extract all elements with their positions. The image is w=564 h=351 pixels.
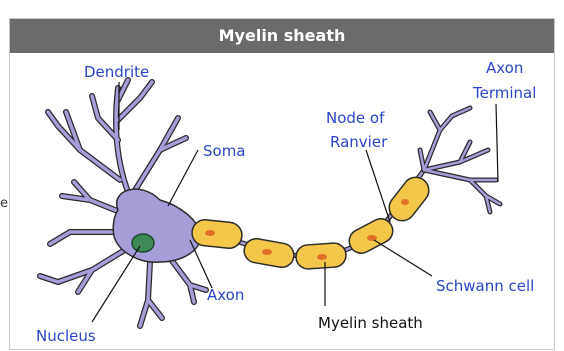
node-of-ranvier-leader (366, 150, 390, 222)
axon-leader (190, 240, 212, 288)
label-axon-terminal-line1: Axon (486, 59, 523, 77)
label-myelin-sheath: Myelin sheath (318, 314, 423, 332)
soma-body (113, 189, 200, 262)
label-node-of-ranvier-line1: Node of (326, 109, 385, 127)
axon-terminal-leader (496, 104, 498, 182)
label-schwann-cell: Schwann cell (436, 277, 534, 295)
schwann-cell-3 (295, 242, 347, 269)
label-soma: Soma (203, 142, 246, 160)
schwann-cell-leader (374, 240, 432, 276)
label-axon-terminal-line2: Terminal (472, 84, 536, 102)
schwann-cell-2 (242, 237, 295, 269)
label-axon: Axon (207, 286, 244, 304)
cell-nucleus (132, 234, 154, 252)
label-node-of-ranvier-line2: Ranvier (330, 133, 388, 151)
schwann-cell-1 (191, 218, 243, 249)
label-nucleus: Nucleus (36, 327, 96, 345)
label-dendrite: Dendrite (84, 63, 149, 81)
soma-leader (168, 150, 198, 206)
